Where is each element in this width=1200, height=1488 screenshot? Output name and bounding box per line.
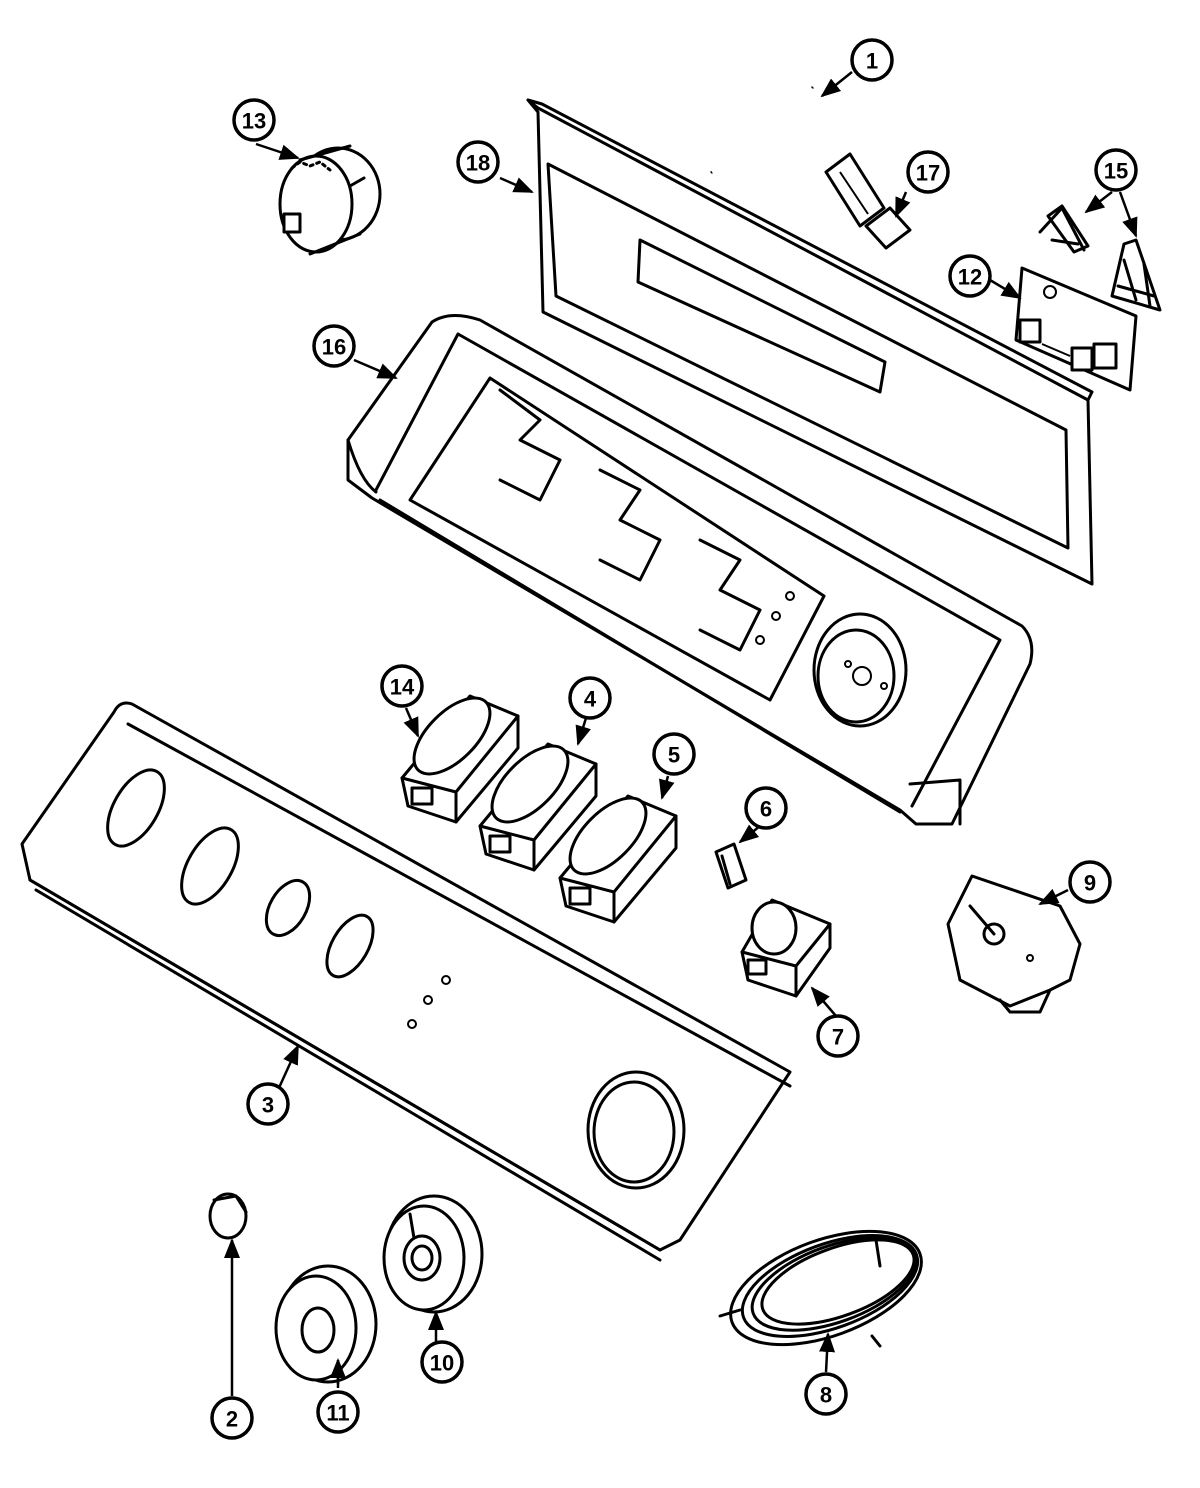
part-3-front-panel (20, 701, 792, 1262)
callout-3-label: 3 (262, 1093, 274, 1118)
callout-1-label: 1 (866, 49, 878, 74)
part-7-push-switch (740, 898, 832, 998)
leader-lines (224, 71, 1138, 1396)
callout-4: 4 (568, 676, 612, 720)
callout-14: 14 (380, 664, 424, 708)
part-9-actuator (946, 874, 1082, 1014)
callout-11-label: 11 (326, 1401, 349, 1426)
part-5-switch (558, 794, 678, 924)
callout-7: 7 (816, 1014, 860, 1058)
callout-10-label: 10 (430, 1351, 454, 1376)
callout-5: 5 (652, 732, 696, 776)
callout-3: 3 (246, 1082, 290, 1126)
part-16-console (346, 314, 1034, 826)
callout-16: 16 (312, 324, 356, 368)
callout-18-label: 18 (466, 151, 490, 176)
callout-10: 10 (420, 1340, 464, 1384)
part-6-small-clip (714, 842, 748, 890)
callout-16-label: 16 (322, 335, 346, 360)
callout-9-label: 9 (1084, 871, 1096, 896)
callout-12-label: 12 (958, 265, 982, 290)
callout-8-label: 8 (820, 1383, 832, 1408)
part-1-hose (710, 85, 815, 175)
callout-1: 1 (850, 38, 894, 82)
callout-15-label: 15 (1104, 159, 1128, 184)
callout-17: 17 (906, 150, 950, 194)
callout-2-label: 2 (226, 1407, 238, 1432)
callout-4-label: 4 (584, 687, 597, 712)
part-2-cap (208, 1192, 248, 1240)
callout-11: 11 (316, 1390, 360, 1434)
part-14-switch (400, 694, 520, 824)
part-11-knob (274, 1264, 378, 1384)
callout-9: 9 (1068, 860, 1112, 904)
callout-13-label: 13 (242, 109, 266, 134)
callout-17-label: 17 (916, 161, 940, 186)
callout-8: 8 (804, 1372, 848, 1416)
callout-2: 2 (210, 1396, 254, 1440)
callout-7-label: 7 (832, 1025, 844, 1050)
part-10-knob (382, 1194, 484, 1314)
part-4-switch (478, 742, 598, 872)
part-17-clip (824, 152, 912, 250)
part-13-timer (278, 144, 382, 256)
callout-6-label: 6 (760, 797, 772, 822)
callout-6: 6 (744, 786, 788, 830)
callout-5-label: 5 (668, 743, 680, 768)
part-15-brackets (1038, 204, 1162, 312)
callout-13: 13 (232, 98, 276, 142)
callout-12: 12 (948, 254, 992, 298)
callout-15: 15 (1094, 148, 1138, 192)
callout-14-label: 14 (390, 675, 415, 700)
part-18-back-panel (526, 98, 1094, 586)
part-8-wire-harness (718, 1229, 923, 1348)
callout-18: 18 (456, 140, 500, 184)
part-12-control-board (1014, 266, 1138, 392)
